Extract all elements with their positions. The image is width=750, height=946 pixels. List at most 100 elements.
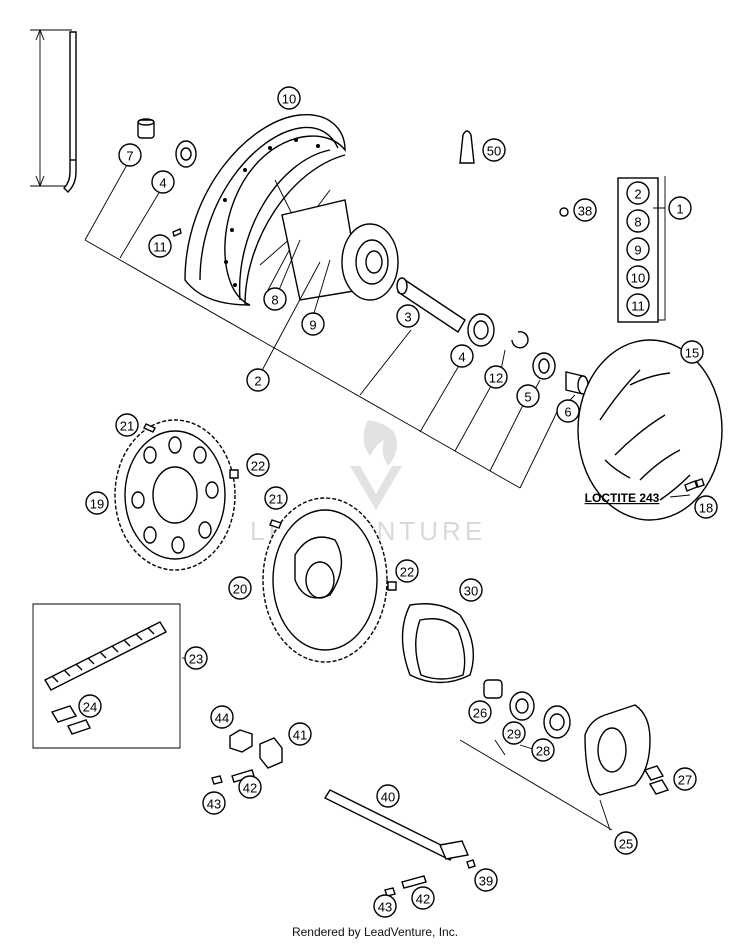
svg-text:10: 10 — [631, 271, 645, 286]
axle-nut — [229, 729, 253, 753]
callout-number: 22 — [251, 459, 265, 474]
circlip — [511, 331, 529, 349]
valve-cap — [459, 130, 475, 164]
callout-22: 22 — [246, 453, 270, 477]
callout-12: 12 — [484, 365, 508, 389]
callout-number: 9 — [309, 318, 316, 333]
callout-26: 26 — [468, 700, 492, 724]
callout-27: 27 — [673, 767, 697, 791]
callout-38: 38 — [573, 198, 597, 222]
callout-43: 43 — [202, 791, 226, 815]
callout-number: 12 — [489, 371, 503, 386]
callout-number: 50 — [487, 144, 501, 159]
callout-number: 39 — [479, 874, 493, 889]
adjuster-nut-2 — [384, 887, 396, 897]
hub — [259, 179, 399, 301]
callout-44: 44 — [210, 705, 234, 729]
sprocket-bolt — [143, 423, 156, 433]
callout-24: 24 — [78, 694, 102, 718]
rim-lock-nut — [559, 207, 569, 217]
callout-number: 41 — [293, 728, 307, 743]
svg-text:8: 8 — [634, 215, 641, 230]
svg-text:11: 11 — [631, 299, 645, 314]
callout-50: 50 — [482, 138, 506, 162]
sprocket-19 — [114, 419, 236, 571]
callout-3: 3 — [396, 304, 420, 328]
bearing-right — [467, 313, 495, 347]
callout-group: 2344567891011121518192021212222232425262… — [78, 86, 718, 918]
brake-disc — [577, 339, 723, 521]
callout-number: 40 — [381, 790, 395, 805]
callout-number: 19 — [90, 497, 104, 512]
callout-number: 43 — [207, 797, 221, 812]
leader-lines — [84, 162, 706, 831]
callout-25: 25 — [614, 831, 638, 855]
callout-number: 18 — [699, 501, 713, 516]
kit-member-2: 2 — [626, 181, 650, 205]
chain-adjuster — [259, 737, 283, 769]
callout-number: 24 — [83, 700, 97, 715]
axle — [323, 789, 469, 861]
callout-number: 22 — [400, 565, 414, 580]
callout-number: 21 — [269, 492, 283, 507]
svg-text:9: 9 — [634, 243, 641, 258]
callout-number: 25 — [619, 837, 633, 852]
callout-number: 26 — [473, 706, 487, 721]
sprocket-20 — [262, 497, 388, 663]
callout-22: 22 — [395, 559, 419, 583]
callout-29: 29 — [502, 721, 526, 745]
bushing-left — [137, 118, 155, 139]
callout-21: 21 — [264, 486, 288, 510]
callout-number: 44 — [215, 711, 229, 726]
callout-number: 27 — [678, 773, 692, 788]
callout-20: 20 — [228, 576, 252, 600]
carrier-bushing — [483, 679, 503, 699]
callout-number: 8 — [271, 293, 278, 308]
spoke-nipple — [172, 228, 182, 237]
callout-number: 43 — [378, 900, 392, 915]
callout-41: 41 — [288, 722, 312, 746]
callout-7: 7 — [118, 143, 142, 167]
footer-credit: Rendered by LeadVenture, Inc. — [291, 925, 459, 939]
adjuster-nut — [211, 775, 223, 785]
kit-member-8: 8 — [626, 209, 650, 233]
callout-30: 30 — [459, 578, 483, 602]
callout-number: 15 — [685, 346, 699, 361]
callout-number: 21 — [120, 419, 134, 434]
callout-6: 6 — [556, 399, 580, 423]
spacer-tube — [396, 277, 466, 333]
adjuster-bolt-2 — [401, 875, 427, 889]
svg-text:2: 2 — [634, 187, 641, 202]
callout-number: 6 — [564, 405, 571, 420]
spoke — [30, 28, 77, 193]
adjuster-bolt — [231, 769, 255, 783]
callout-19: 19 — [85, 491, 109, 515]
kit-member-10: 10 — [626, 265, 650, 289]
callout-8: 8 — [263, 287, 287, 311]
callout-number: 4 — [458, 350, 465, 365]
callout-kit-main: 1 — [668, 196, 692, 220]
shaft-seal — [532, 352, 556, 380]
sprocket-gasket — [401, 603, 475, 684]
callout-42: 42 — [411, 886, 435, 910]
callout-number: 5 — [524, 390, 531, 405]
bearing-left — [175, 140, 197, 168]
callout-number: 42 — [416, 892, 430, 907]
damper-rubber — [643, 765, 670, 795]
loctite-label: LOCTITE 243 — [585, 491, 660, 505]
callout-40: 40 — [376, 784, 400, 808]
callout-number: 4 — [159, 176, 166, 191]
callout-number: 7 — [126, 149, 133, 164]
callout-number: 42 — [243, 781, 257, 796]
callout-number: 10 — [282, 92, 296, 107]
callout-number: 20 — [233, 582, 247, 597]
axle-pin — [466, 859, 476, 869]
callout-18: 18 — [694, 495, 718, 519]
callout-42: 42 — [238, 775, 262, 799]
callout-number: 3 — [404, 310, 411, 325]
kit-box: 2 8 9 10 11 — [617, 177, 659, 323]
callout-5: 5 — [516, 384, 540, 408]
carrier-bearing — [543, 705, 571, 739]
callout-28: 28 — [531, 738, 555, 762]
